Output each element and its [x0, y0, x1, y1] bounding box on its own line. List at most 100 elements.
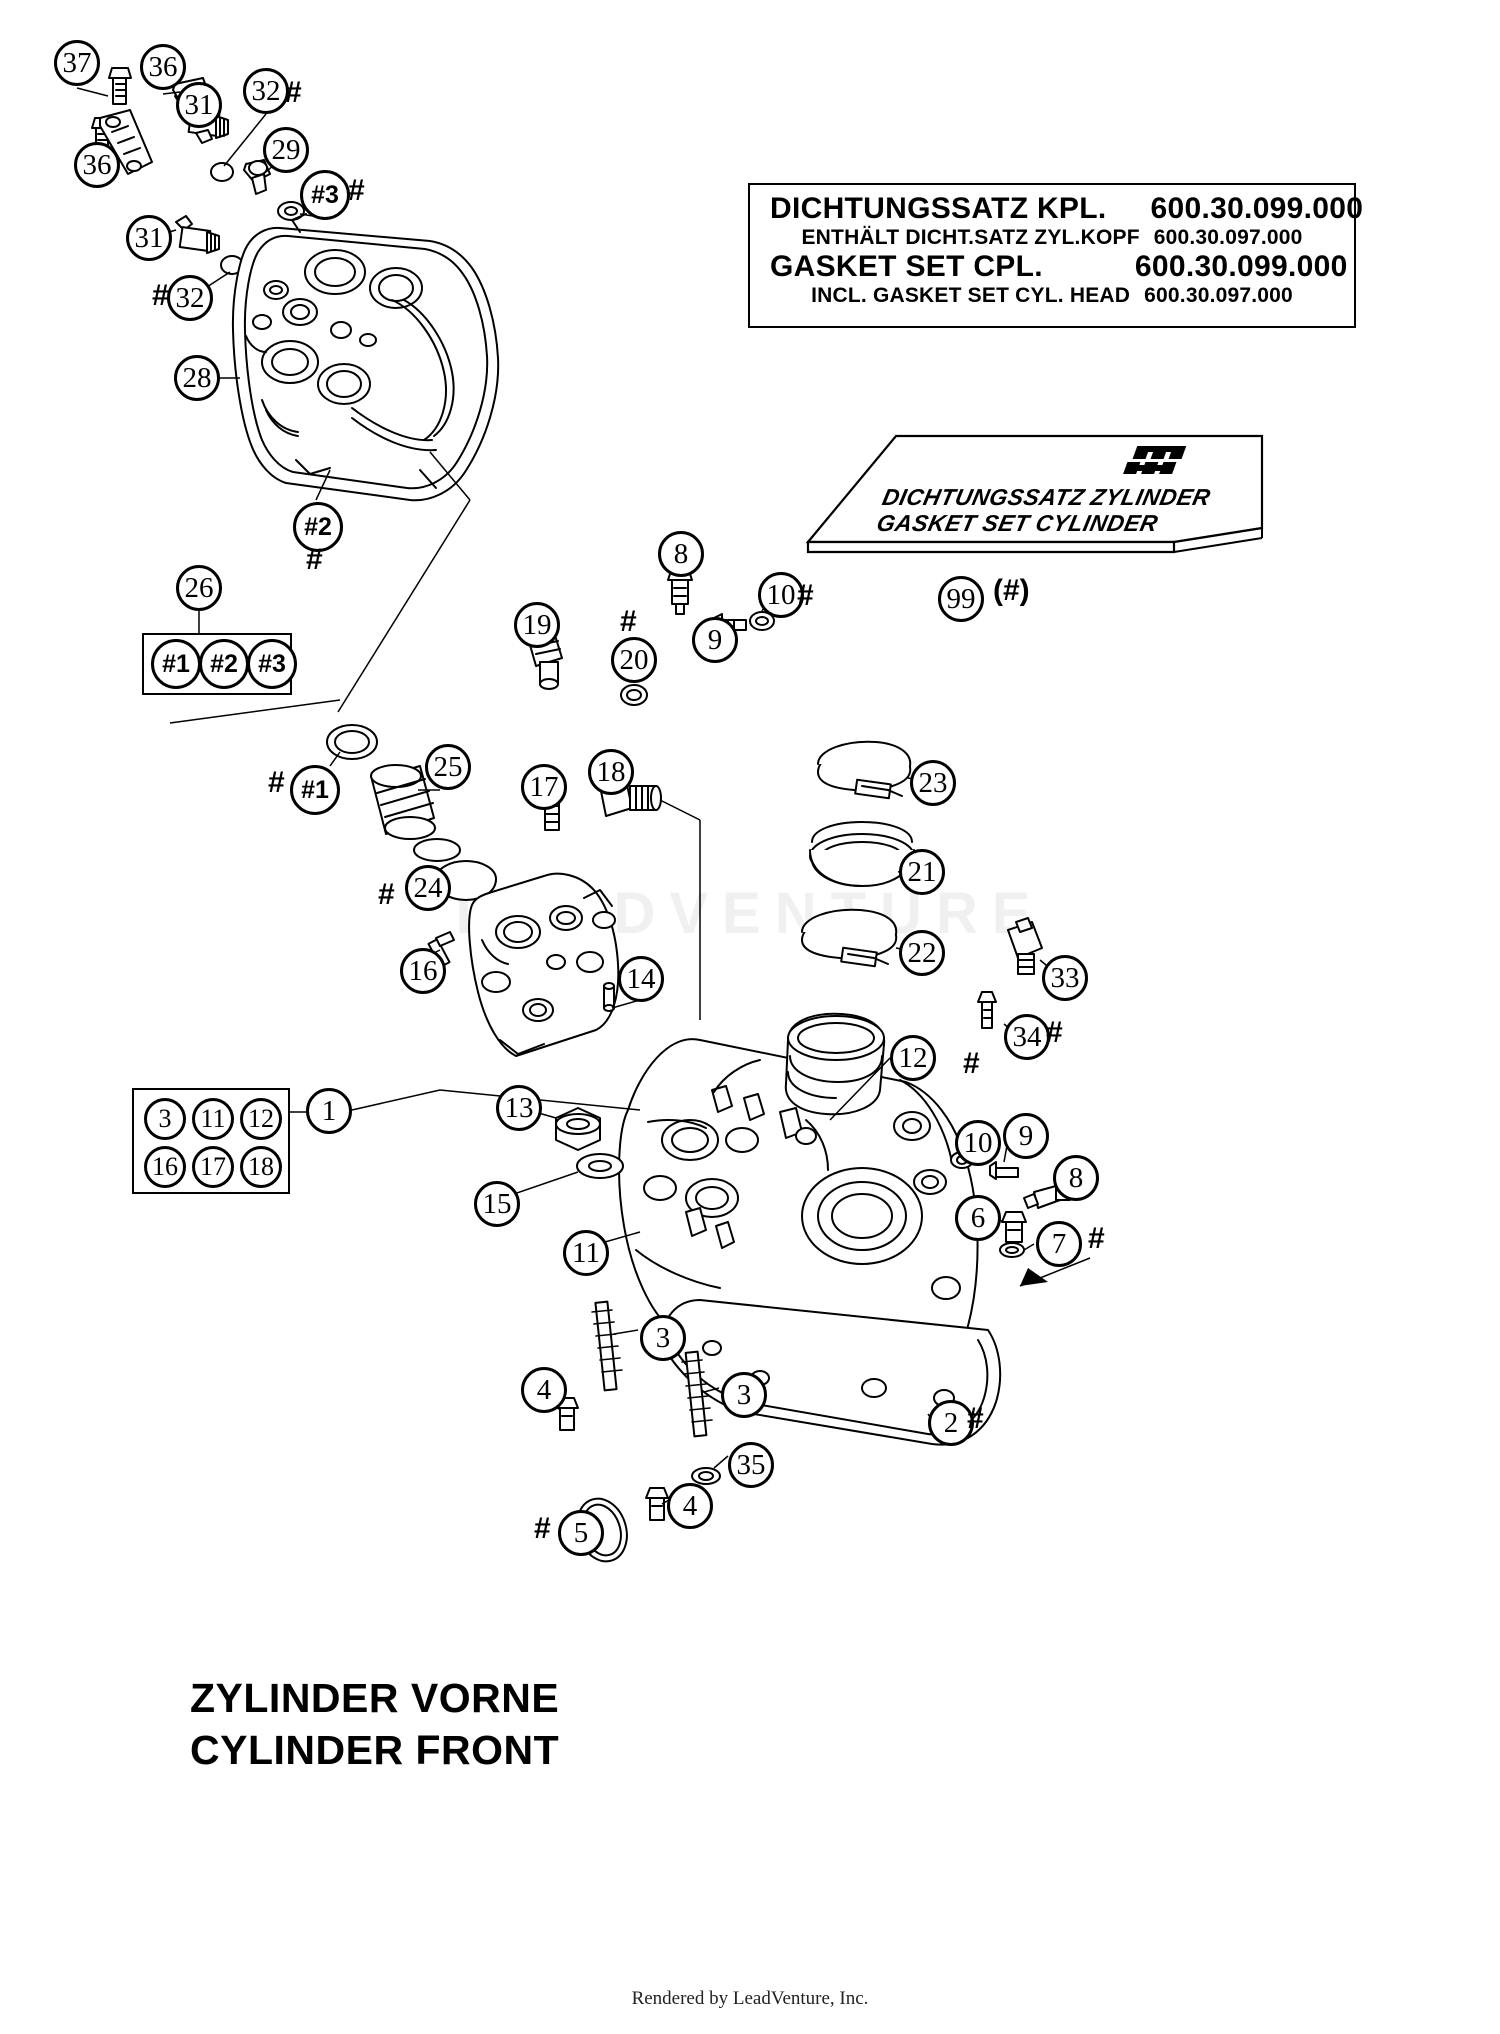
dowel-14: [603, 982, 615, 1012]
callout-33[interactable]: 33: [1042, 955, 1088, 1001]
callout-29[interactable]: 29: [263, 127, 309, 173]
diagram-title: ZYLINDER VORNE CYLINDER FRONT: [190, 1672, 559, 1776]
callout-28[interactable]: 28: [174, 355, 220, 401]
valve-assembly-31b: [175, 215, 220, 254]
callout-8[interactable]: 8: [658, 531, 704, 577]
hash-mark: #: [378, 878, 395, 911]
callout-24[interactable]: 24: [405, 865, 451, 911]
callout-9[interactable]: 9: [1003, 1113, 1049, 1159]
hash-mark: #: [285, 76, 302, 109]
target-12: [795, 1127, 817, 1145]
diagram-title-en: CYLINDER FRONT: [190, 1727, 560, 1773]
callout-11[interactable]: 11: [563, 1230, 609, 1276]
rocker-arm-36: [99, 109, 153, 175]
callout-35[interactable]: 35: [728, 1442, 774, 1488]
callout-5[interactable]: 5: [558, 1510, 604, 1556]
envelope-label: DICHTUNGSSATZ ZYLINDER GASKET SET CYLIND…: [874, 484, 1213, 536]
footer-credit: Rendered by LeadVenture, Inc.: [631, 1988, 869, 2009]
callout-hash2[interactable]: #2: [293, 502, 343, 552]
callout-34[interactable]: 34: [1004, 1014, 1050, 1060]
callout-37[interactable]: 37: [54, 40, 100, 86]
callout-13[interactable]: 13: [496, 1085, 542, 1131]
callout-26[interactable]: 26: [176, 565, 222, 611]
callout-10[interactable]: 10: [758, 572, 804, 618]
tensioner-25: [370, 764, 436, 840]
diagram-title-de: ZYLINDER VORNE: [190, 1675, 560, 1721]
callout-22[interactable]: 22: [899, 930, 945, 976]
callout-14[interactable]: 14: [618, 956, 664, 1002]
callout-99[interactable]: 99: [938, 576, 984, 622]
callout-9[interactable]: 9: [692, 617, 738, 663]
hash-mark: #: [152, 279, 169, 312]
callout-36[interactable]: 36: [140, 44, 186, 90]
hash-mark: #: [797, 579, 814, 612]
hash-mark: #: [967, 1402, 984, 1435]
group-1-item-12[interactable]: 12: [240, 1098, 282, 1140]
callout-8[interactable]: 8: [1053, 1155, 1099, 1201]
hash-mark: #: [1088, 1222, 1105, 1255]
group-1-item-16[interactable]: 16: [144, 1146, 186, 1188]
legend-line3-label: GASKET SET CPL.: [770, 250, 1043, 283]
callout-32[interactable]: 32: [167, 275, 213, 321]
callout-17[interactable]: 17: [521, 764, 567, 810]
hash-mark: #: [620, 605, 637, 638]
callout-23[interactable]: 23: [910, 760, 956, 806]
hash-mark: #: [268, 766, 285, 799]
callout-3[interactable]: 3: [721, 1372, 767, 1418]
group-1-item-3[interactable]: 3: [144, 1098, 186, 1140]
group-26-item-2[interactable]: #2: [199, 639, 249, 689]
callout-31[interactable]: 31: [176, 82, 222, 128]
callout-10[interactable]: 10: [955, 1120, 1001, 1166]
group-26-item-1[interactable]: #1: [151, 639, 201, 689]
callout-16[interactable]: 16: [400, 948, 446, 994]
hash-mark: #: [348, 174, 365, 207]
hash-mark: #: [1046, 1016, 1063, 1049]
callout-12[interactable]: 12: [890, 1035, 936, 1081]
callout-31[interactable]: 31: [126, 215, 172, 261]
callout-hash3[interactable]: #3: [300, 170, 350, 220]
bolt-9b: [989, 1161, 1019, 1180]
callout-18[interactable]: 18: [588, 749, 634, 795]
callout-19[interactable]: 19: [514, 602, 560, 648]
callout-32[interactable]: 32: [243, 68, 289, 114]
hash-mark: #: [534, 1512, 551, 1545]
callout-hash1[interactable]: #1: [290, 765, 340, 815]
callout-21[interactable]: 21: [899, 849, 945, 895]
clamp-22: [801, 908, 898, 968]
bolt-29: [243, 159, 271, 195]
callout-6[interactable]: 6: [955, 1195, 1001, 1241]
callout-7[interactable]: 7: [1036, 1221, 1082, 1267]
legend-line1-label: DICHTUNGSSATZ KPL.: [770, 192, 1107, 225]
bolt-16: [427, 931, 455, 968]
callout-2[interactable]: 2: [928, 1400, 974, 1446]
gasket-set-legend: DICHTUNGSSATZ KPL. 600.30.099.000 ENTHÄL…: [748, 183, 1363, 328]
callout-3[interactable]: 3: [640, 1315, 686, 1361]
sensor-33: [1007, 917, 1043, 975]
cam-bearing-carrier: [468, 872, 620, 1057]
callout-25[interactable]: 25: [425, 744, 471, 790]
oring-32a: [210, 162, 234, 182]
envelope-label-de: DICHTUNGSSATZ ZYLINDER: [880, 484, 1213, 510]
legend-line4-label: INCL. GASKET SET CYL. HEAD: [811, 284, 1131, 307]
clamp-23: [817, 740, 912, 800]
callout-36[interactable]: 36: [74, 142, 120, 188]
callout-20[interactable]: 20: [611, 637, 657, 683]
group-1-item-11[interactable]: 11: [192, 1098, 234, 1140]
callout-4[interactable]: 4: [521, 1367, 567, 1413]
group-26-item-3[interactable]: #3: [247, 639, 297, 689]
group-1-item-18[interactable]: 18: [240, 1146, 282, 1188]
callout-4[interactable]: 4: [667, 1483, 713, 1529]
washer-24a: [413, 838, 461, 862]
gasket-set-envelope: DICHTUNGSSATZ ZYLINDER GASKET SET CYLIND…: [800, 420, 1270, 560]
legend-line2-number: 600.30.097.000: [1153, 226, 1303, 249]
stud-3a: [591, 1300, 623, 1392]
legend-line4-number: 600.30.097.000: [1144, 284, 1293, 307]
ktm-logo-icon: [1122, 444, 1208, 478]
legend-line2-label: ENTHÄLT DICHT.SATZ ZYL.KOPF: [801, 226, 1140, 249]
callout-1[interactable]: 1: [306, 1088, 352, 1134]
group-1-item-17[interactable]: 17: [192, 1146, 234, 1188]
valve-cover-28: [231, 213, 500, 502]
callout-15[interactable]: 15: [474, 1181, 520, 1227]
